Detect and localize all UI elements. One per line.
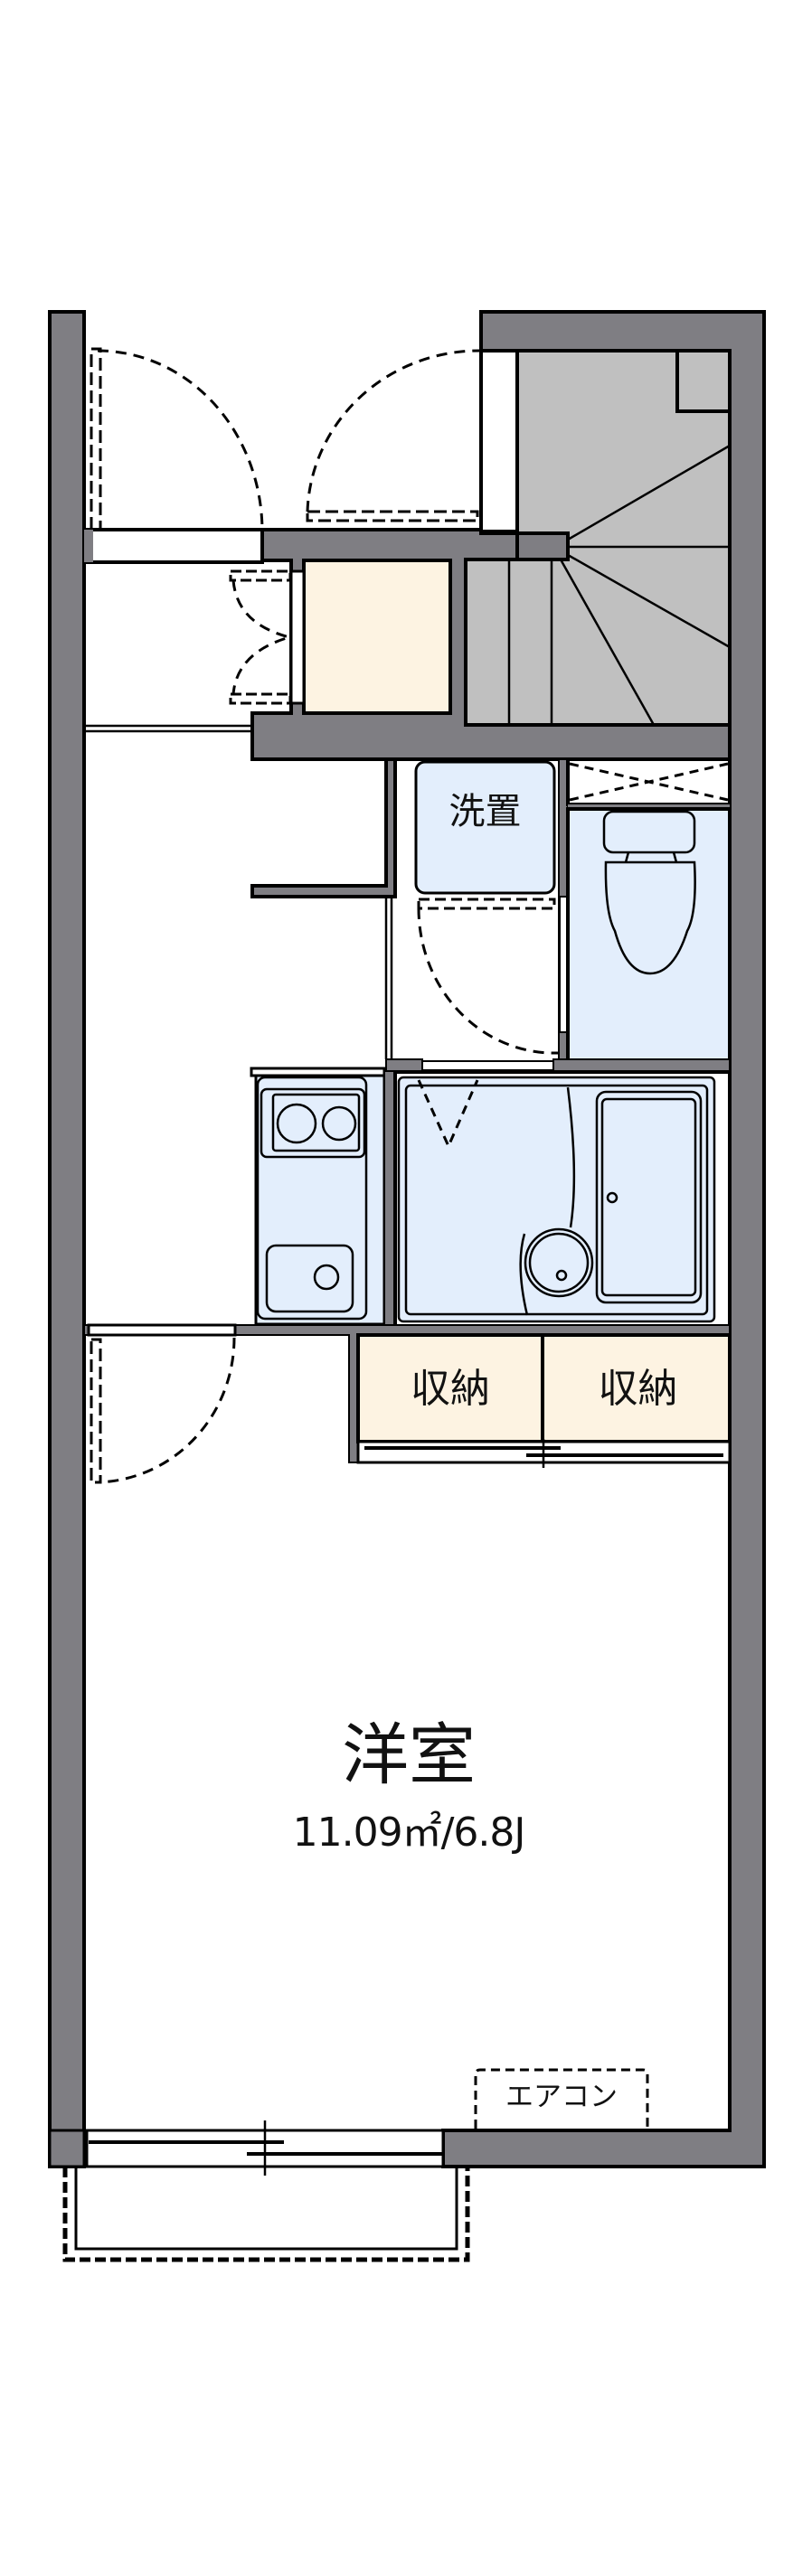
closet-left[interactable] (356, 1333, 544, 1443)
pipe-shaft (566, 757, 732, 809)
stove-icon (260, 1087, 366, 1159)
washer-space (414, 760, 559, 1055)
balcony (62, 2167, 470, 2262)
balcony-window[interactable] (48, 2120, 445, 2176)
closet-right[interactable] (541, 1333, 732, 1443)
closet-left-label: 収納 (411, 1366, 490, 1412)
washer-space-label: 洗置 (448, 791, 522, 832)
western-room-area: 11.09㎡/6.8J (292, 1810, 526, 1856)
toilet (566, 807, 732, 1062)
western-room-label: 洋室 (342, 1716, 476, 1794)
sink-icon (265, 1244, 354, 1313)
unit-bath (393, 1070, 732, 1329)
kitchen-counter (250, 1067, 386, 1326)
bathtub-icon (595, 1090, 703, 1304)
stair-door[interactable] (306, 349, 519, 533)
closet-sliding-doors[interactable] (356, 1439, 732, 1468)
closet-right-label: 収納 (598, 1366, 678, 1412)
aircon-label: エアコン (505, 2081, 618, 2113)
staircase (464, 349, 732, 727)
shoe-closet[interactable] (229, 559, 452, 715)
entrance-door[interactable] (82, 347, 264, 564)
room-door[interactable] (87, 1323, 237, 1484)
